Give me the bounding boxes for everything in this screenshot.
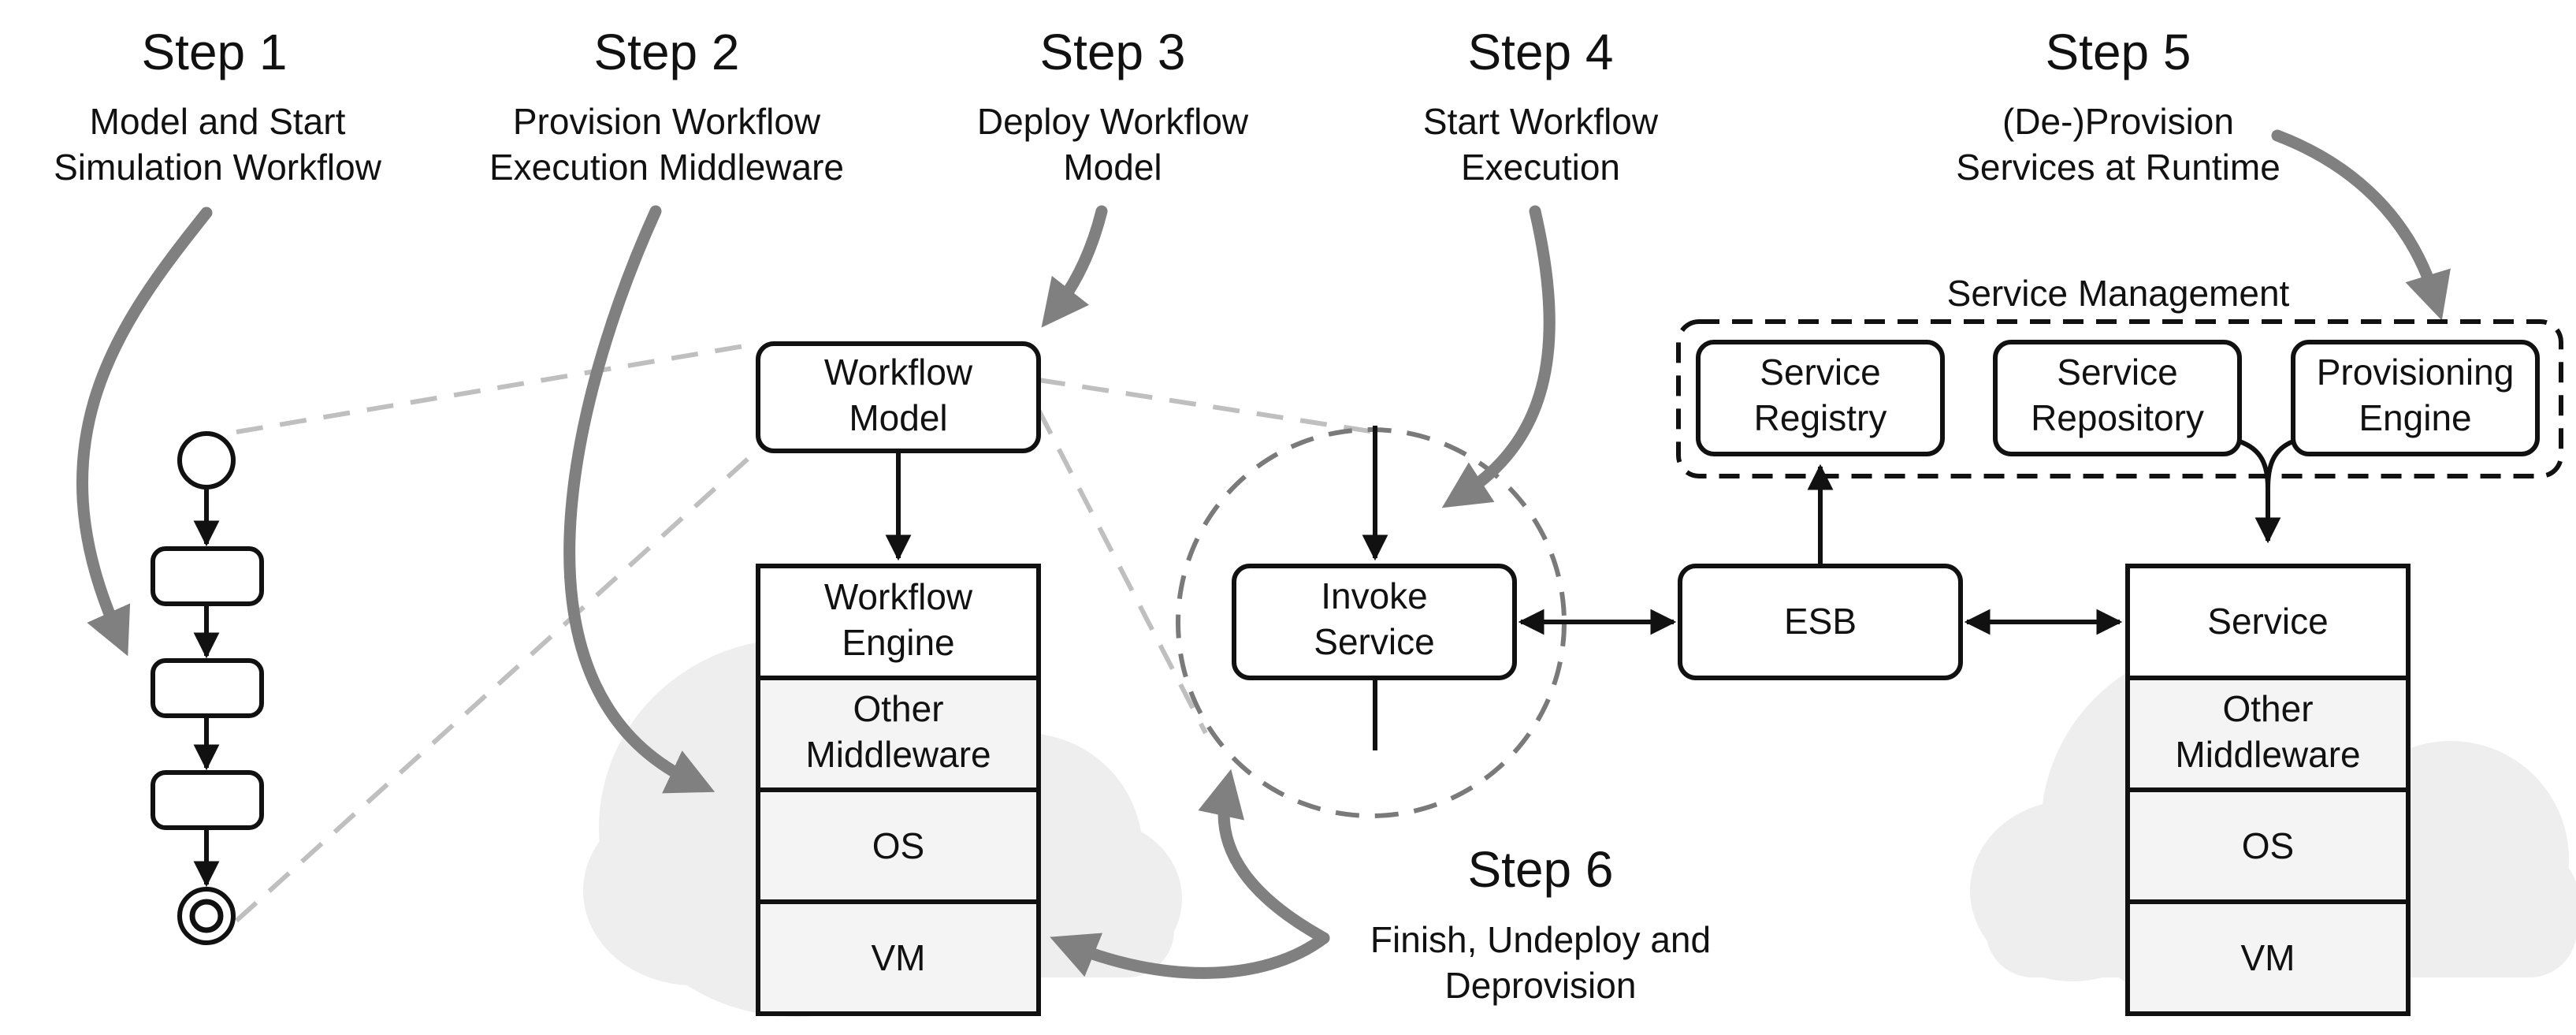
svg-text:Engine: Engine <box>2359 397 2471 438</box>
svg-text:Step 1: Step 1 <box>141 24 287 80</box>
svg-text:Provisioning: Provisioning <box>2317 352 2515 393</box>
step-4-label: Step 4 Start Workflow Execution <box>1423 24 1659 188</box>
provisioning-to-service-arrow <box>2238 439 2281 544</box>
svg-text:Step 6: Step 6 <box>1467 841 1613 898</box>
esb-box: ESB <box>1678 564 1963 680</box>
workflow-engine-label: Workflow <box>824 576 973 617</box>
svg-text:(De-)Provision: (De-)Provision <box>2002 101 2234 142</box>
other-middleware-label: Middleware <box>2175 734 2360 775</box>
svg-text:Model: Model <box>1063 147 1162 188</box>
svg-text:Service: Service <box>1314 621 1434 662</box>
step-5-label: Step 5 (De-)Provision Services at Runtim… <box>1956 24 2280 188</box>
svg-text:Deprovision: Deprovision <box>1445 965 1637 1006</box>
step-3-label: Step 3 Deploy Workflow Model <box>977 24 1249 188</box>
activity-node <box>151 658 264 718</box>
svg-text:Start Workflow: Start Workflow <box>1423 101 1659 142</box>
svg-text:Model and Start: Model and Start <box>90 101 346 142</box>
os-label: OS <box>2242 825 2294 866</box>
svg-text:Services at Runtime: Services at Runtime <box>1956 147 2280 188</box>
vm-label: VM <box>2241 937 2295 978</box>
end-event-inner <box>189 899 224 933</box>
workflow-engine-label: Engine <box>842 622 954 663</box>
step-1-arrow <box>76 207 213 657</box>
svg-text:Deploy Workflow: Deploy Workflow <box>977 101 1249 142</box>
svg-text:Service: Service <box>1760 352 1880 393</box>
svg-text:ESB: ESB <box>1784 601 1857 642</box>
model-mapping-lines <box>234 341 1376 923</box>
vm-label: VM <box>872 937 926 978</box>
right-service-stack: Service Other Middleware OS VM <box>2125 564 2411 1016</box>
svg-text:Simulation Workflow: Simulation Workflow <box>54 147 382 188</box>
step-1-label: Step 1 Model and Start Simulation Workfl… <box>54 24 382 188</box>
provisioning-engine-box: Provisioning Engine <box>2291 340 2540 456</box>
step-6-arrow-to-vm <box>1050 932 1330 979</box>
other-middleware-label: Middleware <box>805 734 991 775</box>
activity-node <box>151 770 264 830</box>
svg-text:Model: Model <box>849 397 947 438</box>
svg-text:Step 4: Step 4 <box>1467 24 1613 80</box>
step-2-arrow <box>563 205 716 794</box>
start-event <box>177 431 236 490</box>
other-middleware-label: Other <box>853 688 943 729</box>
svg-text:Service: Service <box>2057 352 2177 393</box>
service-management-label: Service Management <box>1947 273 2290 314</box>
step-5-arrow <box>2271 129 2451 321</box>
left-execution-stack: Workflow Engine Other Middleware OS VM <box>756 564 1041 1016</box>
service-label: Service <box>2207 601 2328 642</box>
step-3-arrow <box>1041 205 1108 328</box>
svg-text:Workflow: Workflow <box>824 352 973 393</box>
svg-text:Repository: Repository <box>2031 397 2204 438</box>
svg-text:Invoke: Invoke <box>1321 575 1428 616</box>
service-repository-box: Service Repository <box>1993 340 2242 456</box>
simulation-workflow <box>151 431 264 945</box>
step-arrows <box>76 129 2451 979</box>
service-registry-box: Service Registry <box>1696 340 1945 456</box>
svg-text:Registry: Registry <box>1754 397 1887 438</box>
svg-text:Step 3: Step 3 <box>1039 24 1185 80</box>
svg-text:Step 2: Step 2 <box>593 24 739 80</box>
svg-text:Execution: Execution <box>1461 147 1620 188</box>
step-2-label: Step 2 Provision Workflow Execution Midd… <box>489 24 844 188</box>
activity-node <box>151 546 264 606</box>
step-6-label: Step 6 Finish, Undeploy and Deprovision <box>1370 841 1711 1006</box>
service-management-group: Service Management Service Registry Serv… <box>1676 273 2563 478</box>
svg-text:Execution Middleware: Execution Middleware <box>489 147 844 188</box>
svg-text:Finish, Undeploy and: Finish, Undeploy and <box>1370 919 1711 960</box>
os-label: OS <box>872 825 924 866</box>
other-middleware-label: Other <box>2222 688 2313 729</box>
provisioning-to-service-arrow-branch <box>2266 439 2295 490</box>
step-4-arrow <box>1441 205 1556 508</box>
step-6-arrow-to-circle <box>1198 769 1330 944</box>
invoke-service-box: Invoke Service <box>1232 564 1517 680</box>
svg-text:Provision Workflow: Provision Workflow <box>513 101 821 142</box>
svg-text:Step 5: Step 5 <box>2045 24 2191 80</box>
workflow-model-box: Workflow Model <box>756 341 1041 453</box>
